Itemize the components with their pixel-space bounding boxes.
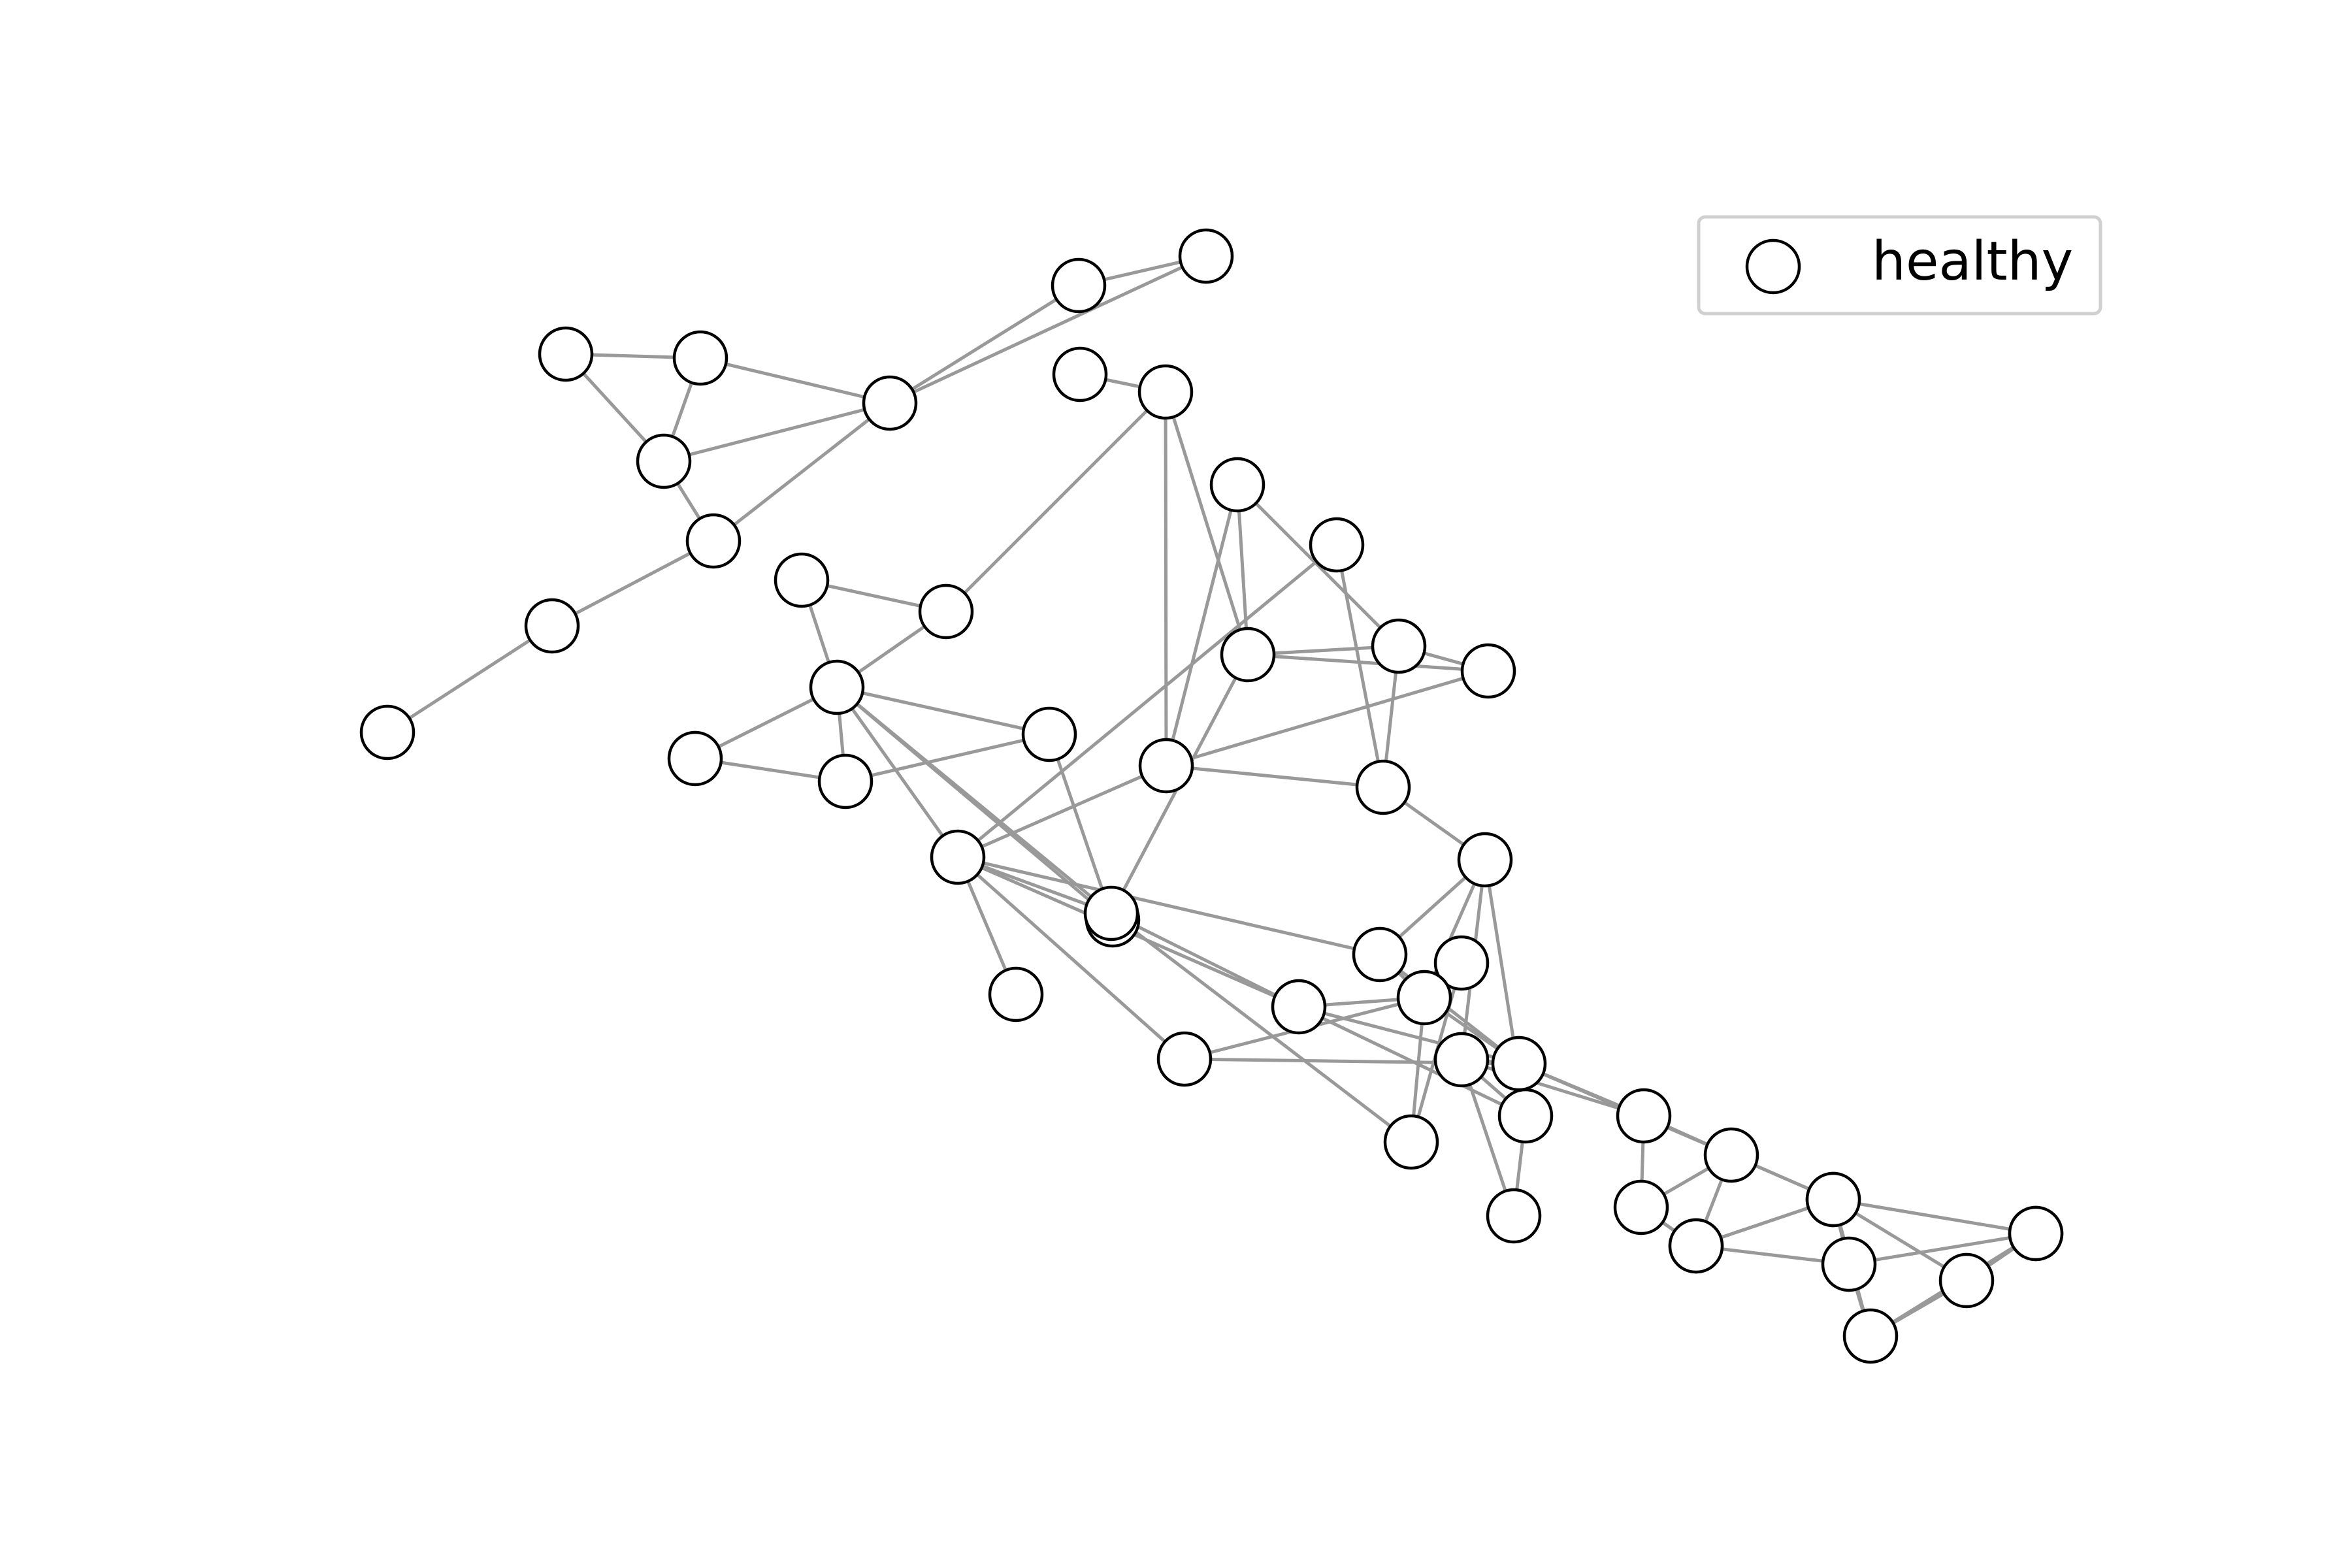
graph-node-healthy [930,829,986,885]
graph-node-healthy [1821,1236,1877,1292]
graph-node-healthy [862,375,918,431]
graph-node-healthy [1209,457,1266,513]
graph-node-healthy [1457,832,1513,888]
graph-edge [700,356,890,405]
graph-node-healthy [1271,979,1327,1035]
graph-node-healthy [1842,1308,1899,1364]
graph-edge [1848,1232,2036,1266]
graph-node-healthy [1433,1032,1490,1088]
graph-node-healthy [1156,1031,1213,1087]
graph-edge [1235,484,1250,655]
graph-edge [945,391,1167,613]
graph-node-healthy [538,326,594,382]
graph-edge [889,254,1207,405]
graph-edge [712,402,891,542]
edges-layer [386,254,2037,1338]
graph-edge [551,539,715,628]
graph-node-healthy [1052,346,1108,402]
graph-node-healthy [1138,738,1194,794]
graph-node-healthy [1938,1252,1995,1309]
graph-edge [1247,653,1489,673]
graph-node-healthy [1137,364,1194,420]
graph-edge [889,284,1080,405]
graph-node-healthy [1613,1179,1669,1235]
graph-node-healthy [359,704,416,760]
graph-node-healthy [672,330,728,386]
graph-edge [845,732,1050,783]
graph-node-healthy [1352,926,1408,983]
graph-node-healthy [636,433,692,489]
legend-marker-healthy [1745,238,1801,295]
graph-edge [386,624,553,734]
legend-frame [1697,215,2102,316]
graph-node-healthy [1805,1171,1861,1228]
graph-edge [1236,483,1400,647]
graph-edge [663,401,890,463]
legend-label-healthy: healthy [1872,231,2073,293]
graph-edge [1110,911,1300,1009]
graph-node-healthy [1460,643,1516,699]
graph-node-healthy [524,598,580,654]
graph-edge [1833,1198,2036,1235]
graph-node-healthy [988,966,1044,1022]
graph-edge [1164,484,1239,766]
nodes-layer [359,228,2064,1364]
graph-node-healthy [774,552,830,608]
graph-edge [957,855,1380,956]
graph-edge [1110,912,1413,1143]
graph-node-healthy [1021,706,1077,762]
graph-node-healthy [1703,1127,1759,1183]
graph-node-healthy [1383,1114,1439,1170]
graph-node-healthy [918,583,974,640]
graph-node-healthy [1668,1218,1724,1274]
graph-node-healthy [667,730,723,787]
graph-node-healthy [685,513,742,569]
graph-edge [1461,1058,1644,1118]
graph-node-healthy [1178,228,1234,284]
graph-node-healthy [1309,517,1365,573]
graph-node-healthy [1396,970,1452,1026]
graph-edge [956,764,1168,859]
graph-edge [835,686,960,858]
graph-node-healthy [1371,618,1427,674]
graph-edge [1164,391,1250,655]
graph-node-healthy [1497,1088,1554,1144]
legend: healthy [1697,215,2102,316]
graph-edge [836,686,1113,915]
graph-edge [956,544,1338,858]
graph-edge [1379,953,1520,1065]
graph-edge [1335,544,1385,788]
graph-node-healthy [1083,885,1139,941]
graph-node-healthy [817,753,874,809]
graph-node-healthy [809,659,865,715]
graph-node-healthy [1491,1036,1547,1092]
graph-node-healthy [1433,935,1490,991]
graph-edge [1166,669,1489,768]
graph-edge [956,856,1186,1060]
graph-node-healthy [1051,257,1107,314]
graph-node-healthy [1355,759,1411,815]
graph-node-healthy [1486,1188,1542,1244]
graph-edge [1166,764,1384,789]
graph-node-healthy [1220,627,1276,683]
graph-edge [836,685,1050,736]
graph-node-healthy [1616,1088,1672,1144]
graph-node-healthy [2008,1205,2064,1262]
